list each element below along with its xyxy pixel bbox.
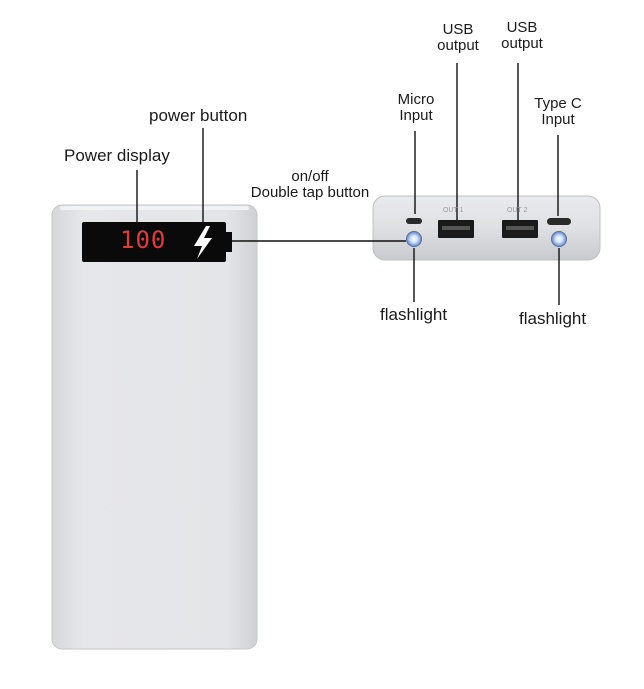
usb-output-2-label-line1: USB bbox=[506, 19, 538, 36]
micro-input-label: Micro Input bbox=[392, 92, 440, 124]
lightning-bolt-icon bbox=[194, 226, 212, 259]
type-c-input-label-line2: Input bbox=[541, 110, 575, 128]
type-c-port bbox=[547, 218, 571, 225]
micro-input-label-line1: Micro bbox=[397, 91, 435, 108]
port-label-out2: OUT 2 bbox=[507, 207, 528, 214]
on-off-label: on/off Double tap button bbox=[243, 169, 377, 201]
micro-usb-port bbox=[406, 218, 422, 224]
led-icon bbox=[551, 231, 567, 247]
usb-output-2-label-line2: output bbox=[501, 34, 543, 52]
usb-output-1-label-line1: USB bbox=[442, 21, 474, 38]
power-display-panel bbox=[82, 222, 226, 262]
display-digits: 100 bbox=[120, 226, 167, 254]
power-bank-front bbox=[51, 204, 258, 650]
usb-output-1-label: USB output bbox=[428, 22, 488, 54]
flashlight-right-label: flashlight bbox=[519, 309, 587, 328]
micro-input-label-line2: Input bbox=[399, 106, 433, 124]
led-icon bbox=[406, 231, 422, 247]
on-off-label-line1: on/off bbox=[291, 168, 329, 185]
flashlight-left-label: flashlight bbox=[380, 305, 448, 324]
usb-output-2-label: USB output bbox=[492, 20, 552, 52]
usb-output-1-label-line2: output bbox=[437, 36, 479, 54]
pointer-lines bbox=[136, 63, 560, 305]
port-label-out1: OUT 1 bbox=[443, 207, 464, 214]
power-bank-side bbox=[372, 195, 601, 261]
type-c-input-label: Type C Input bbox=[526, 96, 590, 128]
power-button-label: power button bbox=[149, 106, 248, 125]
type-c-input-label-line1: Type C bbox=[534, 95, 582, 112]
on-off-label-line2: Double tap button bbox=[250, 183, 370, 201]
power-display-label: Power display bbox=[64, 146, 170, 165]
